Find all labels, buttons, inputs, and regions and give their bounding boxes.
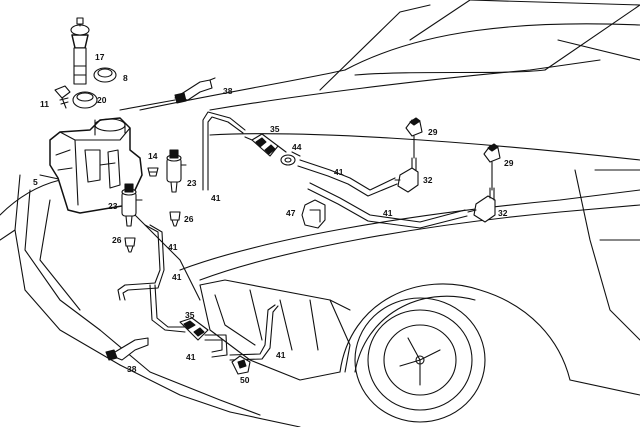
callout-29-upper: 29 — [428, 127, 438, 137]
filler-neck-17 — [70, 17, 90, 85]
check-valve-35-upper — [244, 133, 287, 157]
nozzle-holder-32-lower — [467, 187, 496, 223]
connector-50 — [231, 355, 251, 375]
callout-50: 50 — [240, 375, 250, 385]
callout-41-g: 41 — [276, 350, 286, 360]
callout-26-lower: 26 — [112, 235, 122, 245]
callout-11: 11 — [40, 99, 49, 109]
callout-8: 8 — [123, 73, 128, 83]
callout-41-f: 41 — [186, 352, 196, 362]
callout-14: 14 — [148, 151, 158, 161]
callout-35-upper: 35 — [270, 124, 280, 134]
callout-23-upper: 23 — [187, 178, 197, 188]
cable-tie-38-lower — [105, 337, 149, 361]
leader-line — [119, 99, 176, 111]
callout-41-c: 41 — [383, 208, 393, 218]
pump-23-lower — [121, 183, 143, 227]
pump-23-upper — [166, 149, 187, 193]
callout-32-lower: 32 — [498, 208, 508, 218]
callout-35-lower: 35 — [185, 310, 195, 320]
callout-38-lower: 38 — [127, 364, 137, 374]
callout-41-e: 41 — [172, 272, 182, 282]
grommet-20 — [72, 91, 98, 109]
seal-8 — [93, 67, 117, 83]
washer-reservoir — [49, 117, 143, 214]
callout-20: 20 — [97, 95, 107, 105]
callout-26-upper: 26 — [184, 214, 194, 224]
cable-tie-38-upper — [174, 77, 216, 104]
bolt-11 — [54, 85, 71, 109]
nozzle-29-lower — [483, 143, 501, 191]
callout-41-b: 41 — [211, 193, 221, 203]
callout-38-upper: 38 — [223, 86, 233, 96]
callout-labels: 17 8 11 20 38 35 29 44 5 14 23 41 32 41 … — [33, 52, 514, 385]
callout-41-a: 41 — [334, 167, 344, 177]
nozzle-29-upper — [405, 117, 423, 159]
nozzle-holder-32-upper — [394, 157, 419, 193]
filter-26-a — [169, 211, 181, 227]
callout-23-lower: 23 — [108, 201, 118, 211]
callout-17: 17 — [95, 52, 105, 62]
clip-44 — [280, 151, 301, 166]
hoses-41 — [117, 111, 468, 361]
check-valve-35-lower — [179, 317, 209, 341]
callout-29-lower: 29 — [504, 158, 514, 168]
callout-32-upper: 32 — [423, 175, 433, 185]
callout-5: 5 — [33, 177, 38, 187]
callout-44: 44 — [292, 142, 302, 152]
filter-26-b — [124, 237, 136, 253]
bracket-47 — [301, 199, 326, 229]
callout-47: 47 — [286, 208, 296, 218]
callout-41-d: 41 — [168, 242, 178, 252]
grommet-14 — [147, 167, 159, 177]
